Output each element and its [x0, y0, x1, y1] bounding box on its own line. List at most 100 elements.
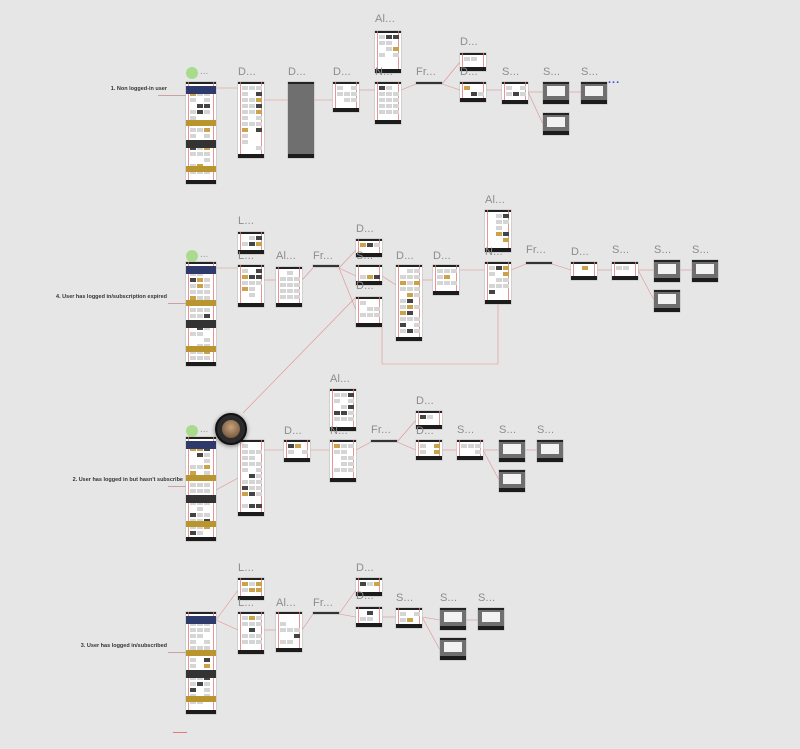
- thumbnail-card: [407, 269, 413, 273]
- subscription-modal-frame[interactable]: [440, 638, 466, 660]
- subscription-modal-frame[interactable]: [543, 113, 569, 135]
- subscription-modal-frame[interactable]: [499, 440, 525, 462]
- subscription-frame[interactable]: [396, 608, 422, 628]
- thumbnail-card: [341, 456, 347, 460]
- album-list-frame[interactable]: [276, 267, 302, 307]
- flow-start-dot[interactable]: [186, 250, 198, 262]
- guide-line: [332, 389, 333, 431]
- subscription-modal-frame[interactable]: [537, 440, 563, 462]
- details-frame[interactable]: [460, 53, 486, 71]
- frame-bar[interactable]: [526, 262, 552, 264]
- subscription-frame[interactable]: [356, 265, 382, 285]
- flow-connector: [510, 263, 527, 271]
- login-frame[interactable]: [238, 232, 264, 254]
- homepage-frame[interactable]: [186, 262, 216, 366]
- details-frame[interactable]: [284, 440, 310, 462]
- thumbnail-card: [242, 480, 248, 484]
- news-list-frame[interactable]: [330, 440, 356, 482]
- album-list-frame[interactable]: [330, 389, 356, 431]
- login-frame[interactable]: [238, 578, 264, 600]
- thumbnail-card: [294, 289, 300, 293]
- subscription-modal-frame[interactable]: [692, 260, 718, 282]
- thumbnail-card: [204, 489, 210, 493]
- news-list-frame[interactable]: [485, 262, 511, 304]
- frame-header: [276, 267, 302, 269]
- thumbnail-card: [393, 47, 399, 51]
- guide-line: [353, 440, 354, 482]
- frame-header: [499, 470, 525, 472]
- thumbnail-card: [520, 86, 526, 90]
- frame-title: D...: [356, 562, 374, 574]
- news-list-frame[interactable]: [375, 82, 401, 124]
- subscription-modal-frame[interactable]: [478, 608, 504, 630]
- thumbnail-card: [393, 98, 399, 102]
- frame-bar[interactable]: [313, 265, 339, 267]
- guide-line: [188, 612, 189, 714]
- details-page-frame[interactable]: [396, 265, 422, 341]
- thumbnail-card: [334, 417, 340, 421]
- thumbnail-card: [197, 507, 203, 511]
- thumbnail-card: [204, 646, 210, 650]
- flow-label-non-logged-in[interactable]: 1. Non logged-in user: [110, 86, 167, 92]
- frame-footer: [654, 278, 680, 282]
- login-frame[interactable]: [238, 265, 264, 307]
- login-frame[interactable]: [238, 612, 264, 654]
- frame-footer: [571, 276, 597, 280]
- details-frame[interactable]: [433, 265, 459, 295]
- homepage-frame[interactable]: [186, 82, 216, 184]
- more-frames-link[interactable]: ...: [608, 74, 621, 86]
- thumbnail-card: [503, 278, 509, 282]
- subscription-frame[interactable]: [457, 440, 483, 460]
- thumbnail-card: [337, 86, 343, 90]
- thumbnail-card: [256, 116, 262, 120]
- details-frame[interactable]: [333, 82, 359, 112]
- details-page-frame[interactable]: [238, 440, 264, 516]
- thumbnail-card: [287, 277, 293, 281]
- flow-label-subscribed[interactable]: 3. User has logged in/subscribed: [80, 643, 167, 649]
- details-frame[interactable]: [416, 411, 442, 429]
- details-frame[interactable]: [238, 82, 264, 158]
- thumbnail-card: [420, 450, 426, 454]
- details-overlay-frame[interactable]: [288, 82, 314, 158]
- frame-bar[interactable]: [313, 612, 339, 614]
- details-frame[interactable]: [356, 607, 382, 627]
- subscription-frame[interactable]: [612, 262, 638, 280]
- content-band: [186, 300, 216, 306]
- thumbnail-card: [471, 57, 477, 61]
- subscription-modal-frame[interactable]: [654, 290, 680, 312]
- collaborator-avatar[interactable]: [215, 413, 247, 445]
- frame-header: [186, 437, 216, 439]
- thumbnail-card: [367, 611, 373, 615]
- flow-label-not-subscribed[interactable]: 2. User has logged in but hasn't subscri…: [72, 477, 183, 483]
- subscription-modal-frame[interactable]: [440, 608, 466, 630]
- details-frame[interactable]: [356, 578, 382, 596]
- album-list-frame[interactable]: [375, 31, 401, 73]
- modal-box: [503, 473, 521, 484]
- thumbnail-card: [475, 444, 481, 448]
- flow-start-dot[interactable]: [186, 67, 198, 79]
- thumbnail-card: [204, 284, 210, 288]
- subscription-modal-frame[interactable]: [499, 470, 525, 492]
- subscription-modal-frame[interactable]: [654, 260, 680, 282]
- details-frame[interactable]: [356, 239, 382, 257]
- frame-bar[interactable]: [371, 440, 397, 442]
- subscription-frame[interactable]: [502, 82, 528, 104]
- details-frame[interactable]: [356, 297, 382, 327]
- album-list-frame[interactable]: [276, 612, 302, 652]
- thumbnail-card: [256, 468, 262, 472]
- subscription-modal-frame[interactable]: [543, 82, 569, 104]
- details-frame[interactable]: [460, 82, 486, 102]
- details-frame[interactable]: [571, 262, 597, 280]
- homepage-frame[interactable]: [186, 437, 216, 541]
- flow-label-underline: [168, 652, 186, 653]
- frame-title: L...: [238, 562, 255, 574]
- frame-bar[interactable]: [416, 82, 442, 84]
- homepage-frame[interactable]: [186, 612, 216, 714]
- details-frame[interactable]: [416, 440, 442, 460]
- thumbnail-card: [400, 287, 406, 291]
- flow-start-dot[interactable]: [186, 425, 198, 437]
- subscription-modal-frame[interactable]: [581, 82, 607, 104]
- flow-label-subscription-expired[interactable]: 4. User has logged in/subscription expir…: [56, 294, 167, 300]
- album-list-frame[interactable]: [485, 210, 511, 252]
